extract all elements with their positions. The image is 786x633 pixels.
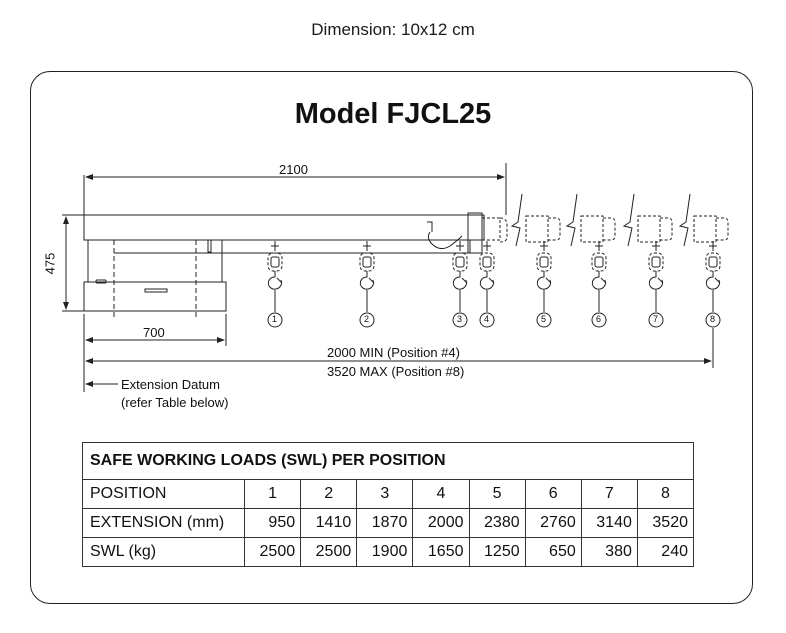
cell: 3 xyxy=(356,479,414,509)
position-marker-7 xyxy=(648,312,664,328)
cell: 1410 xyxy=(300,508,358,538)
position-number: 2 xyxy=(364,314,370,324)
cell: 1870 xyxy=(356,508,414,538)
position-number: 8 xyxy=(710,314,716,324)
table-row: EXTENSION (mm) 950 1410 1870 2000 2380 2… xyxy=(82,508,695,538)
cell: 380 xyxy=(580,537,638,567)
cell: 1900 xyxy=(356,537,414,567)
position-number: 6 xyxy=(596,314,602,324)
cell: 2500 xyxy=(300,537,358,567)
position-marker-2 xyxy=(359,312,375,328)
swl-table: SAFE WORKING LOADS (SWL) PER POSITION PO… xyxy=(82,442,695,567)
height-dimension: 475 xyxy=(42,252,58,275)
length-dimension: 2100 xyxy=(279,162,308,177)
drawing-frame xyxy=(30,71,753,604)
position-number: 5 xyxy=(541,314,547,324)
cell: 1650 xyxy=(412,537,470,567)
position-marker-4 xyxy=(479,312,495,328)
position-number: 7 xyxy=(653,314,659,324)
position-number: 1 xyxy=(272,314,278,324)
cell: 8 xyxy=(636,479,695,509)
dimension-caption: Dimension: 10x12 cm xyxy=(311,20,475,39)
cell: 2 xyxy=(300,479,358,509)
cell: 2500 xyxy=(243,537,302,567)
max-extension-label: 3520 MAX (Position #8) xyxy=(327,364,465,379)
position-marker-6 xyxy=(591,312,607,328)
cell: 650 xyxy=(524,537,582,567)
cell: 6 xyxy=(524,479,582,509)
position-marker-3 xyxy=(452,312,468,328)
position-marker-1 xyxy=(267,312,283,328)
cell: 7 xyxy=(580,479,638,509)
row-label: POSITION xyxy=(82,479,245,509)
cell: 4 xyxy=(412,479,470,509)
position-number: 4 xyxy=(484,314,490,324)
min-extension-label: 2000 MIN (Position #4) xyxy=(327,345,460,360)
position-marker-8 xyxy=(705,312,721,328)
position-marker-5 xyxy=(536,312,552,328)
cell: 240 xyxy=(636,537,695,567)
position-number: 3 xyxy=(457,314,463,324)
cell: 3520 xyxy=(636,508,695,538)
cell: 2000 xyxy=(412,508,470,538)
datum-label: Extension Datum xyxy=(121,377,220,392)
cell: 950 xyxy=(243,508,302,538)
base-dimension: 700 xyxy=(143,325,165,340)
table-row: POSITION 1 2 3 4 5 6 7 8 xyxy=(82,479,695,509)
model-title: Model FJCL25 xyxy=(294,98,492,130)
row-label: SWL (kg) xyxy=(82,537,245,567)
cell: 5 xyxy=(468,479,526,509)
table-row: SWL (kg) 2500 2500 1900 1650 1250 650 38… xyxy=(82,537,695,567)
cell: 1 xyxy=(243,479,302,509)
cell: 1250 xyxy=(468,537,526,567)
datum-note: (refer Table below) xyxy=(121,395,229,410)
table-heading: SAFE WORKING LOADS (SWL) PER POSITION xyxy=(82,442,694,480)
cell: 2760 xyxy=(524,508,582,538)
cell: 2380 xyxy=(468,508,526,538)
cell: 3140 xyxy=(580,508,638,538)
row-label: EXTENSION (mm) xyxy=(82,508,245,538)
